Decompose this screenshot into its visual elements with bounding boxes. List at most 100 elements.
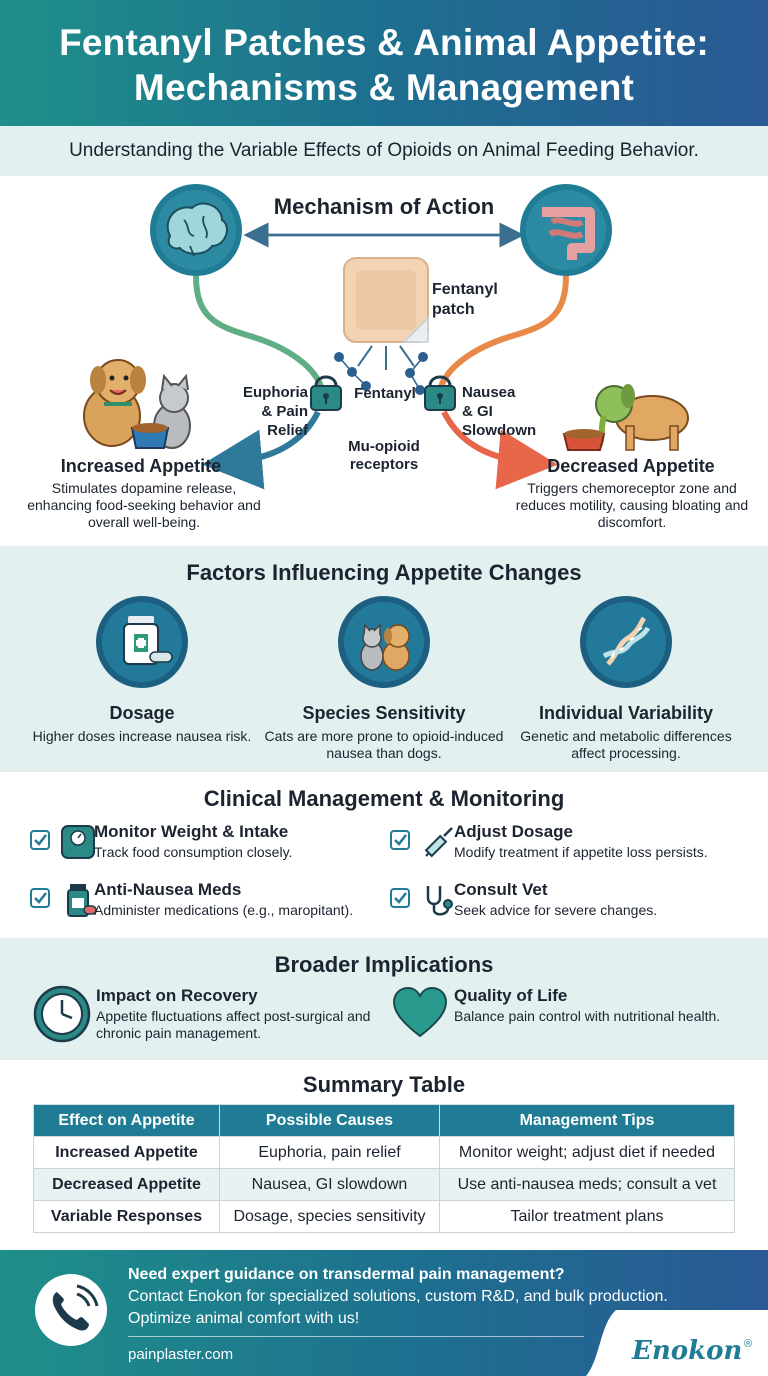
checkbox-icon [390, 830, 410, 850]
right-pathway-curve [437, 275, 569, 392]
clinical-title: Clinical Management & Monitoring [203, 786, 565, 811]
clinical-item-title: Consult Vet [454, 880, 548, 899]
right-pathway-label: Nausea & GI Slowdown [462, 384, 537, 439]
broader-item-title: Impact on Recovery [96, 986, 258, 1005]
dna-icon [580, 596, 672, 688]
clinical-item-dosage: Adjust Dosage Modify treatment if appeti… [390, 822, 750, 866]
table-cell: Dosage, species sensitivity [219, 1200, 440, 1233]
release-arrows [357, 345, 415, 370]
clinical-item-desc: Administer medications (e.g., maropitant… [94, 902, 354, 918]
table-header-cell: Effect on Appetite [33, 1104, 220, 1137]
table-cell: Decreased Appetite [33, 1168, 220, 1201]
table-row: Variable Responses Dosage, species sensi… [33, 1200, 735, 1233]
table-cell: Nausea, GI slowdown [219, 1168, 440, 1201]
summary-title: Summary Table [302, 1072, 466, 1097]
footer-banner: Need expert guidance on transdermal pain… [0, 1250, 768, 1376]
broader-item-desc: Appetite fluctuations affect post-surgic… [96, 1008, 371, 1041]
checkbox-icon [30, 888, 50, 908]
factor-card-variability: Individual Variability Genetic and metab… [506, 594, 746, 762]
broader-title: Broader Implications [274, 952, 494, 977]
summary-table: Effect on Appetite Possible Causes Manag… [33, 1104, 735, 1233]
broader-section: Broader Implications Impact on Recovery … [0, 938, 768, 1060]
clinical-item-desc: Track food consumption closely. [94, 844, 293, 860]
broader-item-title: Quality of Life [454, 986, 568, 1005]
clinical-item-desc: Seek advice for severe changes. [454, 902, 658, 918]
clock-icon [33, 985, 91, 1043]
footer-line: Optimize animal comfort with us! [128, 1310, 360, 1327]
medicine-bottle-icon [96, 596, 188, 688]
receptor-lock-icon [310, 375, 342, 411]
intestines-icon [520, 184, 612, 276]
increase-arrow [202, 410, 321, 490]
table-header-cell: Management Tips [439, 1104, 735, 1137]
broader-item-recovery: Impact on Recovery Appetite fluctuations… [32, 984, 372, 1048]
footer-line: Contact Enokon for specialized solutions… [128, 1288, 668, 1305]
table-cell: Euphoria, pain relief [219, 1136, 440, 1169]
checkbox-icon [390, 888, 410, 908]
clinical-item-weight: Monitor Weight & Intake Track food consu… [30, 822, 390, 866]
decrease-arrow [441, 410, 558, 490]
fentanyl-label: Fentanyl [354, 385, 416, 402]
brain-icon [150, 184, 242, 276]
left-pathway-label: Euphoria & Pain Relief [242, 384, 308, 439]
receptor-lock-icon [424, 375, 456, 411]
factor-desc: Higher doses increase nausea risk. [32, 728, 252, 744]
factor-desc: Genetic and metabolic differences affect… [520, 728, 732, 761]
factor-title: Dosage [109, 703, 175, 723]
increased-appetite-title: Increased Appetite [60, 456, 222, 476]
table-cell: Tailor treatment plans [439, 1200, 735, 1233]
happy-dog-cat-illustration [83, 359, 191, 449]
table-cell: Use anti-nausea meds; consult a vet [439, 1168, 735, 1201]
broader-item-quality: Quality of Life Balance pain control wit… [390, 984, 730, 1048]
table-cell: Variable Responses [33, 1200, 220, 1233]
footer-divider [128, 1336, 584, 1337]
cat-dog-icon [338, 596, 430, 688]
clinical-item-title: Anti-Nausea Meds [94, 880, 242, 899]
decreased-appetite-desc: Triggers chemoreceptor zone and reduces … [515, 480, 749, 530]
clinical-item-antinausea: Anti-Nausea Meds Administer medications … [30, 880, 390, 924]
table-cell: Monitor weight; adjust diet if needed [439, 1136, 735, 1169]
factor-desc: Cats are more prone to opioid-induced na… [264, 728, 504, 761]
left-pathway-curve [193, 275, 325, 392]
table-cell: Increased Appetite [33, 1136, 220, 1169]
syringe-icon [424, 827, 453, 858]
receptor-label: Mu-opioid receptors [348, 438, 420, 473]
mechanism-section: Mechanism of Action Fentanyl patch Fenta… [0, 176, 768, 546]
increased-appetite-desc: Stimulates dopamine release, enhancing f… [27, 480, 261, 530]
table-header-row: Effect on Appetite Possible Causes Manag… [33, 1104, 735, 1137]
brand-logo: Enokon [632, 1336, 743, 1366]
website-link[interactable]: painplaster.com [128, 1346, 234, 1363]
patch-label: Fentanyl patch [432, 281, 498, 318]
checkbox-icon [30, 830, 50, 850]
clinical-section: Clinical Management & Monitoring Monitor… [0, 772, 768, 938]
factor-title: Species Sensitivity [302, 703, 466, 723]
factor-card-species: Species Sensitivity Cats are more prone … [264, 594, 504, 762]
stethoscope-icon [426, 886, 453, 916]
page-title: Fentanyl Patches & Animal Appetite: Mech… [59, 22, 709, 108]
registered-mark: ® [744, 1338, 753, 1350]
decreased-appetite-title: Decreased Appetite [547, 456, 715, 476]
clinical-item-desc: Modify treatment if appetite loss persis… [454, 844, 708, 860]
nauseous-dog-illustration [562, 384, 689, 451]
header-banner: Fentanyl Patches & Animal Appetite: Mech… [0, 0, 768, 126]
table-row: Decreased Appetite Nausea, GI slowdown U… [33, 1168, 735, 1201]
broader-item-desc: Balance pain control with nutritional he… [454, 1008, 721, 1024]
phone-icon[interactable] [33, 1272, 109, 1348]
factors-title: Factors Influencing Appetite Changes [186, 560, 582, 585]
mechanism-title: Mechanism of Action [273, 194, 495, 219]
summary-section: Summary Table Effect on Appetite Possibl… [0, 1060, 768, 1250]
factors-section: Factors Influencing Appetite Changes Dos… [0, 546, 768, 772]
factor-title: Individual Variability [538, 703, 714, 723]
subtitle-band: Understanding the Variable Effects of Op… [0, 126, 768, 176]
mechanism-diagram [83, 184, 689, 490]
table-row: Increased Appetite Euphoria, pain relief… [33, 1136, 735, 1169]
logo-backdrop [586, 1310, 768, 1376]
clinical-item-title: Adjust Dosage [454, 822, 574, 841]
clinical-item-vet: Consult Vet Seek advice for severe chang… [390, 880, 750, 924]
heart-icon [392, 986, 448, 1038]
scale-icon [61, 825, 95, 859]
clinical-item-title: Monitor Weight & Intake [94, 822, 289, 841]
table-header-cell: Possible Causes [219, 1104, 440, 1137]
page-subtitle: Understanding the Variable Effects of Op… [69, 140, 699, 161]
footer-headline: Need expert guidance on transdermal pain… [128, 1266, 565, 1283]
